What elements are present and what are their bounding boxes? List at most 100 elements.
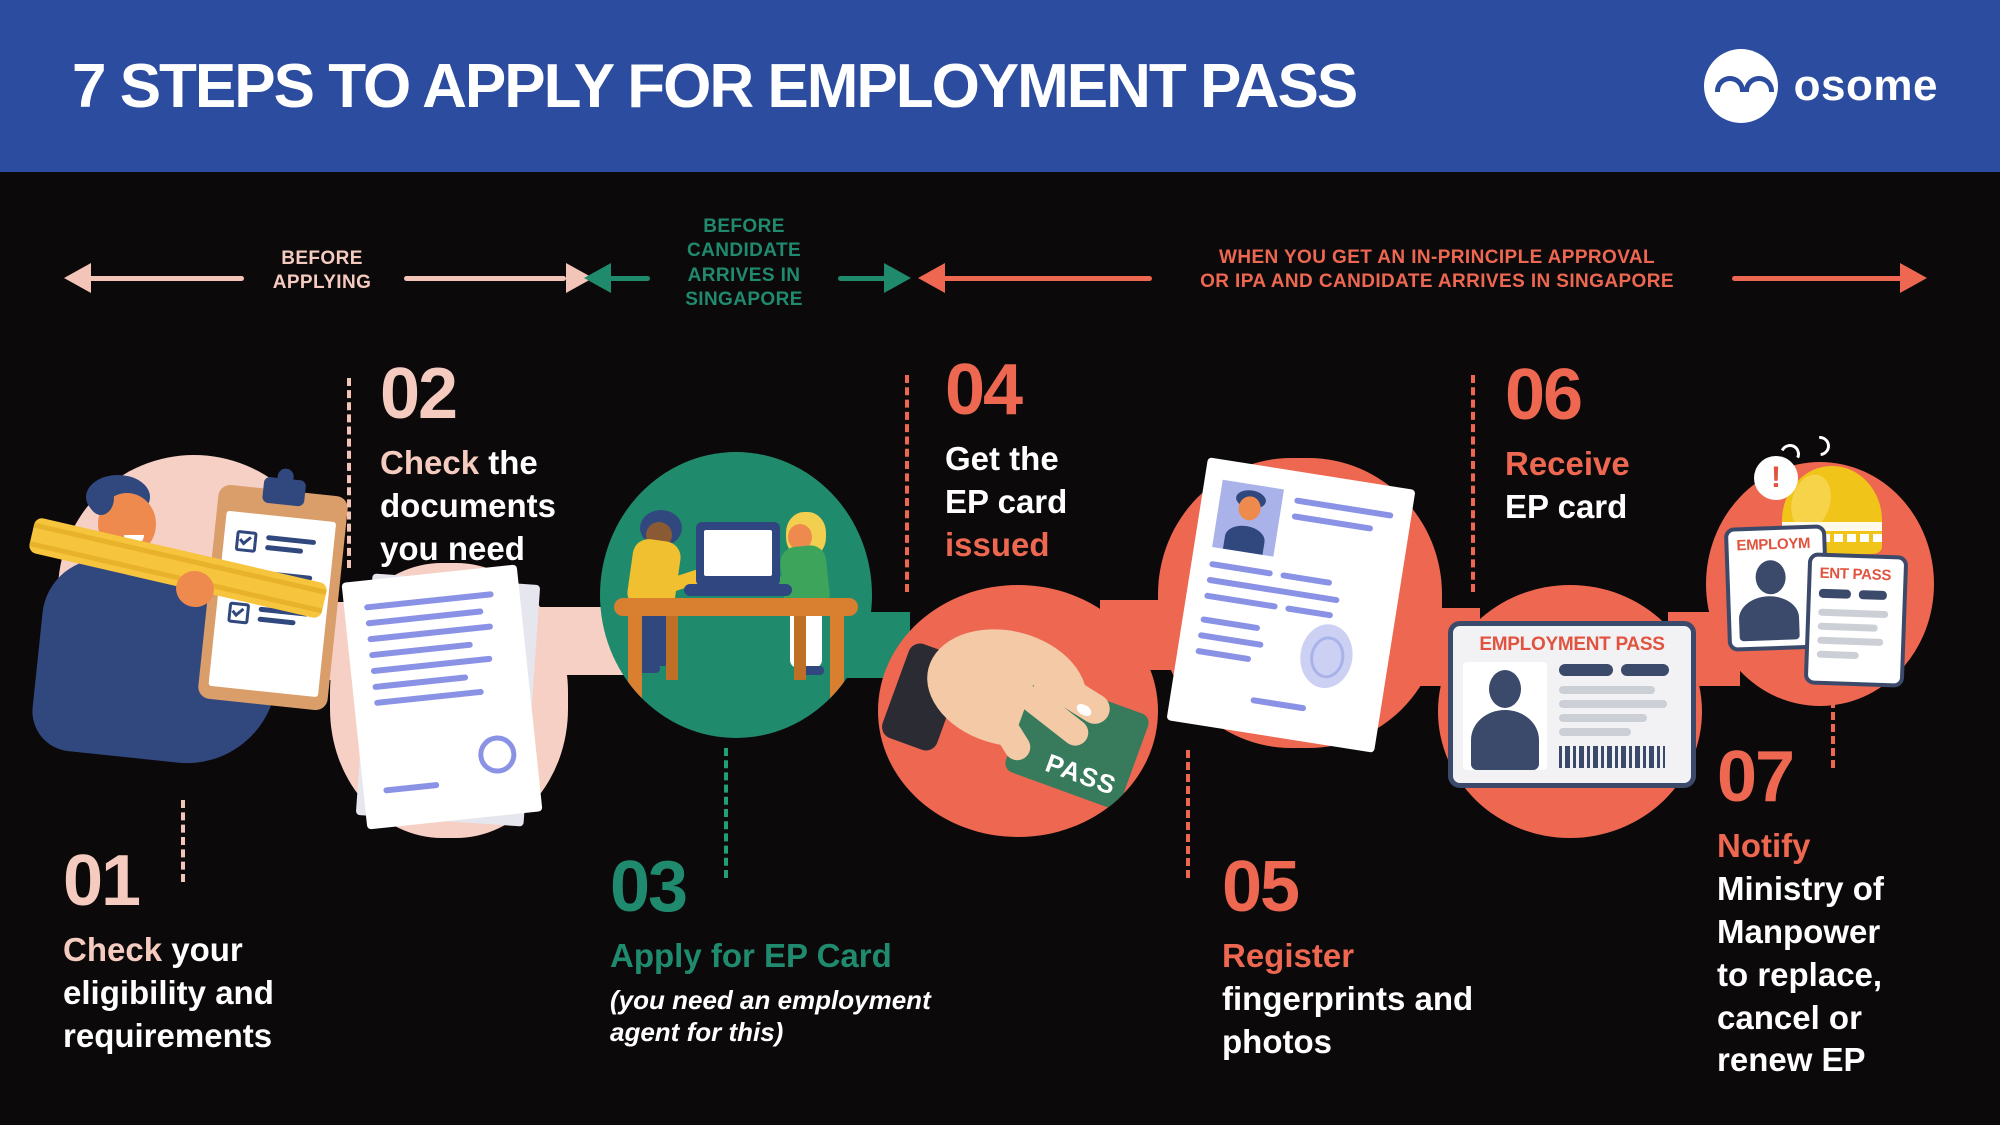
arrow-line bbox=[838, 276, 886, 281]
laptop-base bbox=[684, 584, 792, 596]
text-line bbox=[1291, 513, 1374, 532]
step3-illustration bbox=[600, 452, 872, 738]
arrow-line bbox=[404, 276, 566, 281]
osome-logo: osome bbox=[1703, 48, 1938, 124]
silhouette-head bbox=[1755, 559, 1787, 595]
arrow-left-icon bbox=[584, 263, 611, 293]
fingerprint-icon bbox=[1295, 620, 1358, 692]
step-subtitle: (you need an employment agent for this) bbox=[610, 984, 931, 1048]
torn-card-title-right: ENT PASS bbox=[1819, 564, 1892, 585]
brand-name: osome bbox=[1793, 61, 1938, 110]
step-title-highlight: Check bbox=[63, 931, 163, 968]
header-bar: 7 STEPS TO APPLY FOR EMPLOYMENT PASS oso… bbox=[0, 0, 2000, 172]
step-title-highlight: Register bbox=[1222, 937, 1355, 974]
phase-label-ipa-approval: WHEN YOU GET AN IN-PRINCIPLE APPROVAL OR… bbox=[1200, 247, 1674, 293]
shoe bbox=[796, 666, 824, 675]
laptop-display bbox=[704, 530, 772, 576]
step4-illustration: PASS bbox=[878, 585, 1158, 837]
ep-card-title: EMPLOYMENT PASS bbox=[1479, 634, 1665, 655]
bell-band bbox=[1782, 534, 1882, 542]
step-title: Register fingerprints and photos bbox=[1222, 935, 1552, 1064]
torn-card-title-left: EMPLOYM bbox=[1736, 534, 1811, 555]
step-title-highlight: Receive bbox=[1505, 445, 1630, 482]
step-number: 01 bbox=[63, 841, 141, 921]
step-title: Check your eligibility and requirements bbox=[63, 929, 393, 1058]
text-line bbox=[370, 655, 493, 675]
table-leg bbox=[794, 616, 806, 680]
table-icon bbox=[614, 598, 858, 616]
step-title-highlight: Notify bbox=[1717, 827, 1811, 864]
alert-badge: ! bbox=[1754, 456, 1798, 500]
eye-icon bbox=[1743, 76, 1774, 92]
text-line bbox=[1559, 686, 1655, 694]
arrow-right-icon bbox=[1900, 263, 1927, 293]
step-number: 02 bbox=[380, 354, 458, 434]
text-line bbox=[1559, 700, 1667, 708]
step5-illustration bbox=[1158, 457, 1442, 753]
step-title: Get the EP card issued bbox=[945, 438, 1265, 567]
bell-band bbox=[1782, 522, 1882, 531]
step-title-rest: EP card bbox=[1505, 487, 1628, 525]
phase-label-before-candidate-arrives: BEFORE CANDIDATE ARRIVES IN SINGAPORE bbox=[685, 216, 803, 310]
page-title: 7 STEPS TO APPLY FOR EMPLOYMENT PASS bbox=[72, 51, 1358, 121]
ep-card-icon: EMPLOYMENT PASS bbox=[1448, 621, 1696, 788]
text-line bbox=[1203, 592, 1279, 610]
text-line bbox=[1284, 605, 1334, 619]
arrow-left-icon bbox=[64, 263, 91, 293]
text-bar bbox=[1858, 590, 1888, 601]
step-title-rest: Ministry of Manpower to replace, cancel … bbox=[1717, 869, 1884, 1079]
step6-illustration: EMPLOYMENT PASS bbox=[1438, 585, 1702, 838]
text-line bbox=[383, 781, 440, 794]
arrow-right-icon bbox=[884, 263, 911, 293]
ring-mark-icon bbox=[1805, 431, 1835, 461]
step-title-rest: your eligibility and requirements bbox=[63, 931, 274, 1054]
checkbox-icon bbox=[234, 529, 258, 553]
step-title-rest: the documents you need bbox=[380, 444, 557, 567]
dashed-line bbox=[1471, 375, 1475, 592]
step-1: 01 Check your eligibility and requiremen… bbox=[63, 845, 393, 1058]
text-bar bbox=[1621, 664, 1669, 676]
text-line bbox=[1559, 728, 1631, 736]
silhouette-shoulders bbox=[1471, 710, 1539, 770]
stamp-icon bbox=[476, 733, 519, 776]
table-leg bbox=[628, 616, 642, 704]
text-line bbox=[1559, 714, 1647, 722]
barcode-icon bbox=[1559, 746, 1665, 768]
clipboard-clip bbox=[261, 476, 307, 507]
step-title: Receive EP card bbox=[1505, 443, 1805, 529]
torn-ep-card-right: ENT PASS bbox=[1803, 552, 1909, 688]
pass-card-label: PASS bbox=[1041, 747, 1121, 801]
step-title: Notify Ministry of Manpower to replace, … bbox=[1717, 825, 1977, 1082]
step-title: Check the documents you need bbox=[380, 442, 700, 571]
check-icon bbox=[238, 533, 252, 546]
dashed-line bbox=[347, 378, 351, 568]
salmon-circle: PASS bbox=[878, 585, 1158, 837]
step-title-rest: fingerprints and photos bbox=[1222, 979, 1474, 1060]
table-leg bbox=[666, 616, 678, 680]
text-line bbox=[365, 608, 484, 627]
step-7: 07 Notify Ministry of Manpower to replac… bbox=[1717, 741, 1977, 1082]
text-line bbox=[1817, 622, 1878, 632]
step-title-highlight: Apply for EP Card bbox=[610, 937, 892, 974]
person-hair bbox=[88, 481, 114, 515]
checkbox-icon bbox=[227, 601, 251, 625]
text-line bbox=[368, 641, 473, 659]
dashed-line bbox=[905, 375, 909, 592]
arrow-line bbox=[608, 276, 650, 281]
dashed-line bbox=[1186, 750, 1190, 878]
text-line bbox=[367, 623, 494, 643]
phase-label-before-applying: BEFORE APPLYING bbox=[272, 248, 372, 294]
arrow-line bbox=[1732, 276, 1902, 281]
step-4: 04 Get the EP card issued bbox=[945, 354, 1265, 567]
text-bar bbox=[1559, 664, 1613, 676]
step-title-pre: Get the EP card bbox=[945, 440, 1068, 520]
text-line bbox=[1817, 636, 1884, 646]
text-line bbox=[1816, 650, 1859, 660]
step1-illustration bbox=[27, 455, 349, 773]
text-line bbox=[373, 688, 484, 707]
text-line bbox=[1200, 616, 1261, 632]
silhouette-shoulders bbox=[1738, 595, 1800, 642]
check-icon bbox=[231, 604, 245, 618]
text-line bbox=[1280, 572, 1333, 587]
